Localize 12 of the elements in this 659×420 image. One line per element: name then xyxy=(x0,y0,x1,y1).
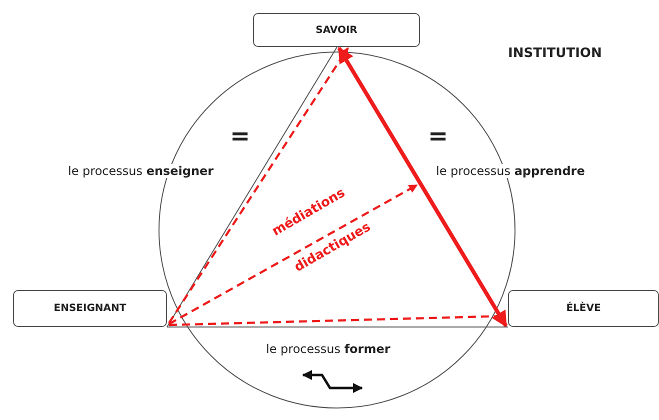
label-box: ENSEIGNANT xyxy=(13,290,167,327)
dashed-arrow xyxy=(168,184,418,325)
label-box: ÉLÈVE xyxy=(508,290,659,327)
line xyxy=(166,326,508,328)
label-box: SAVOIR xyxy=(253,13,420,47)
equals-sign: = xyxy=(428,122,448,150)
equals-sign: = xyxy=(230,122,250,150)
arrow xyxy=(337,46,508,328)
process-label: le processus former xyxy=(266,342,390,356)
process-label: le processus apprendre xyxy=(436,164,585,178)
process-label: le processus enseigner xyxy=(68,164,214,178)
heading-label: INSTITUTION xyxy=(508,46,602,61)
